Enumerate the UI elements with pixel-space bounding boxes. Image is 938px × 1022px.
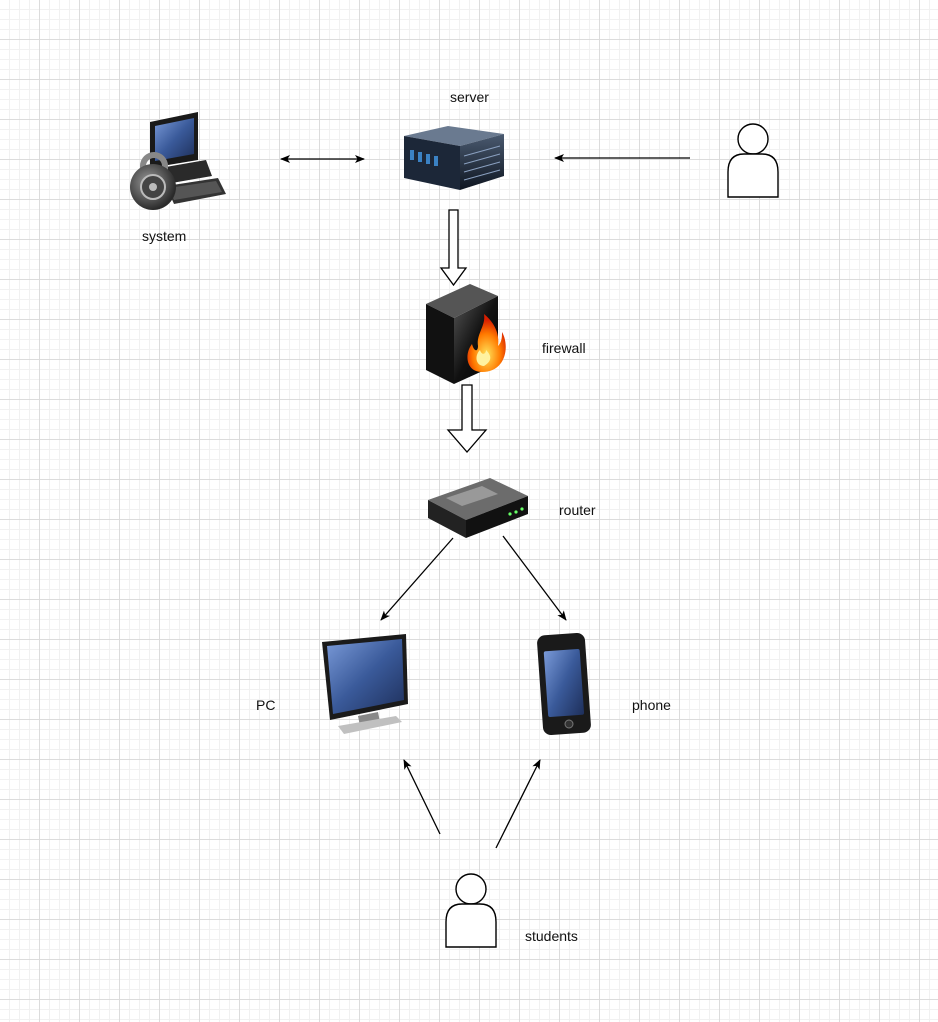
students-pc-connector	[403, 759, 441, 835]
server-label: server	[450, 89, 489, 105]
firewall-router-block-arrow	[446, 384, 488, 453]
smartphone-icon	[537, 632, 591, 736]
students-icon	[445, 873, 497, 948]
monitor-icon	[322, 634, 408, 734]
firewall-icon	[426, 284, 506, 384]
user-icon	[727, 123, 779, 198]
server-icon	[404, 126, 504, 190]
router-pc-connector	[380, 537, 454, 621]
router-icon	[428, 478, 528, 538]
firewall-label: firewall	[542, 340, 586, 356]
router-phone-connector	[502, 535, 567, 621]
secure-computer-icon	[130, 112, 226, 210]
pc-label: PC	[256, 697, 276, 713]
router-label: router	[559, 502, 596, 518]
system-label: system	[142, 228, 187, 244]
phone-label: phone	[632, 697, 671, 713]
students-label: students	[525, 928, 578, 944]
server-firewall-block-arrow	[439, 209, 468, 287]
students-phone-connector	[495, 759, 541, 849]
